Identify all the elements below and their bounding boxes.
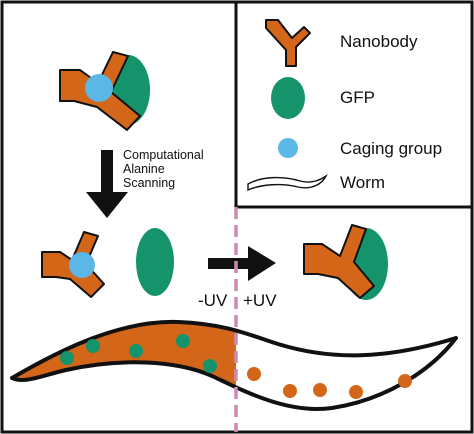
step-label-line-1: Computational	[123, 148, 204, 162]
plus-uv-label: +UV	[243, 291, 277, 310]
legend-worm-icon	[247, 173, 328, 192]
legend-label-worm: Worm	[340, 173, 385, 192]
worm-nanobody-dots	[247, 367, 412, 399]
legend-caging-group-icon	[278, 138, 298, 158]
legend-label-nanobody: Nanobody	[340, 32, 418, 51]
legend-gfp-icon	[271, 77, 305, 119]
nanobody-bound-icon	[303, 224, 375, 299]
minus-uv-label: -UV	[198, 291, 228, 310]
legend-label-gfp: GFP	[340, 88, 375, 107]
caging-group-caged-icon	[69, 252, 95, 278]
gfp-free-icon	[136, 228, 174, 296]
worm-gfp-dots	[60, 334, 217, 373]
right-arrow-icon	[208, 246, 276, 281]
step-label-line-3: Scanning	[123, 176, 175, 190]
step-label-line-2: Alanine	[123, 162, 165, 176]
down-arrow-icon	[86, 150, 128, 218]
legend-label-caging: Caging group	[340, 139, 442, 158]
legend-nanobody-icon	[265, 19, 311, 67]
caging-group-top-icon	[85, 74, 113, 102]
